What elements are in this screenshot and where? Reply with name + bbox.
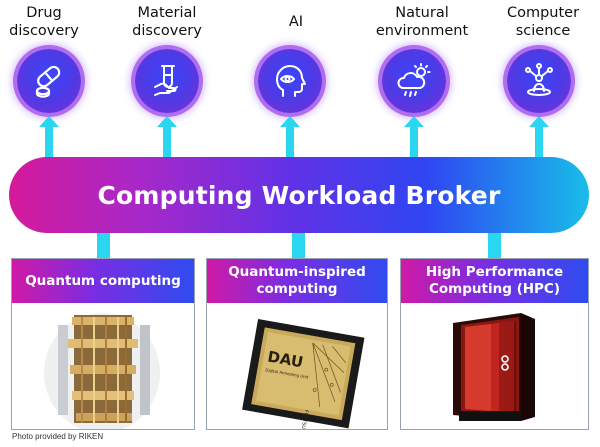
connector-quantum-inspired [292,233,305,258]
sun-cloud-rain-icon [382,49,446,113]
hand-test-tube-icon [135,49,199,113]
resource-label-quantum: Quantum computing [12,259,194,303]
connector-hpc [488,233,501,258]
resource-panel-hpc: High Performance Computing (HPC) [400,258,589,430]
up-arrow-ai [280,116,300,158]
quantum-computer-photo [12,305,194,429]
connector-quantum [97,233,110,258]
up-arrow-natural-environment [404,116,424,158]
app-label-ai: AI [288,14,304,30]
app-label-natural-environment: Natural environment [375,5,469,39]
workload-broker-bar: Computing Workload Broker [9,157,589,233]
capsule-pill-icon [17,49,81,113]
up-arrow-drug-discovery [39,116,59,158]
chip-brand-text: FUJITSU [300,409,309,429]
person-network-icon [507,49,571,113]
up-arrow-material-discovery [157,116,177,158]
resource-panel-quantum-inspired: Quantum-inspired computing DAU Digital A… [206,258,388,430]
resource-label-quantum-inspired: Quantum-inspired computing [207,259,387,303]
dau-chip-photo: DAU Digital Annealing Unit FUJITSU [207,305,387,429]
app-label-drug-discovery: Drug discovery [9,5,79,39]
resource-label-hpc: High Performance Computing (HPC) [401,259,588,303]
head-eye-icon [258,49,322,113]
chip-dau-text: DAU [266,347,304,371]
photo-credit: Photo provided by RIKEN [12,432,104,441]
broker-title: Computing Workload Broker [97,180,501,210]
app-label-material-discovery: Material discovery [132,5,202,39]
hpc-server-rack-photo [401,305,588,429]
resource-panel-quantum: Quantum computing [11,258,195,430]
up-arrow-computer-science [529,116,549,158]
app-label-computer-science: Computer science [506,5,580,39]
